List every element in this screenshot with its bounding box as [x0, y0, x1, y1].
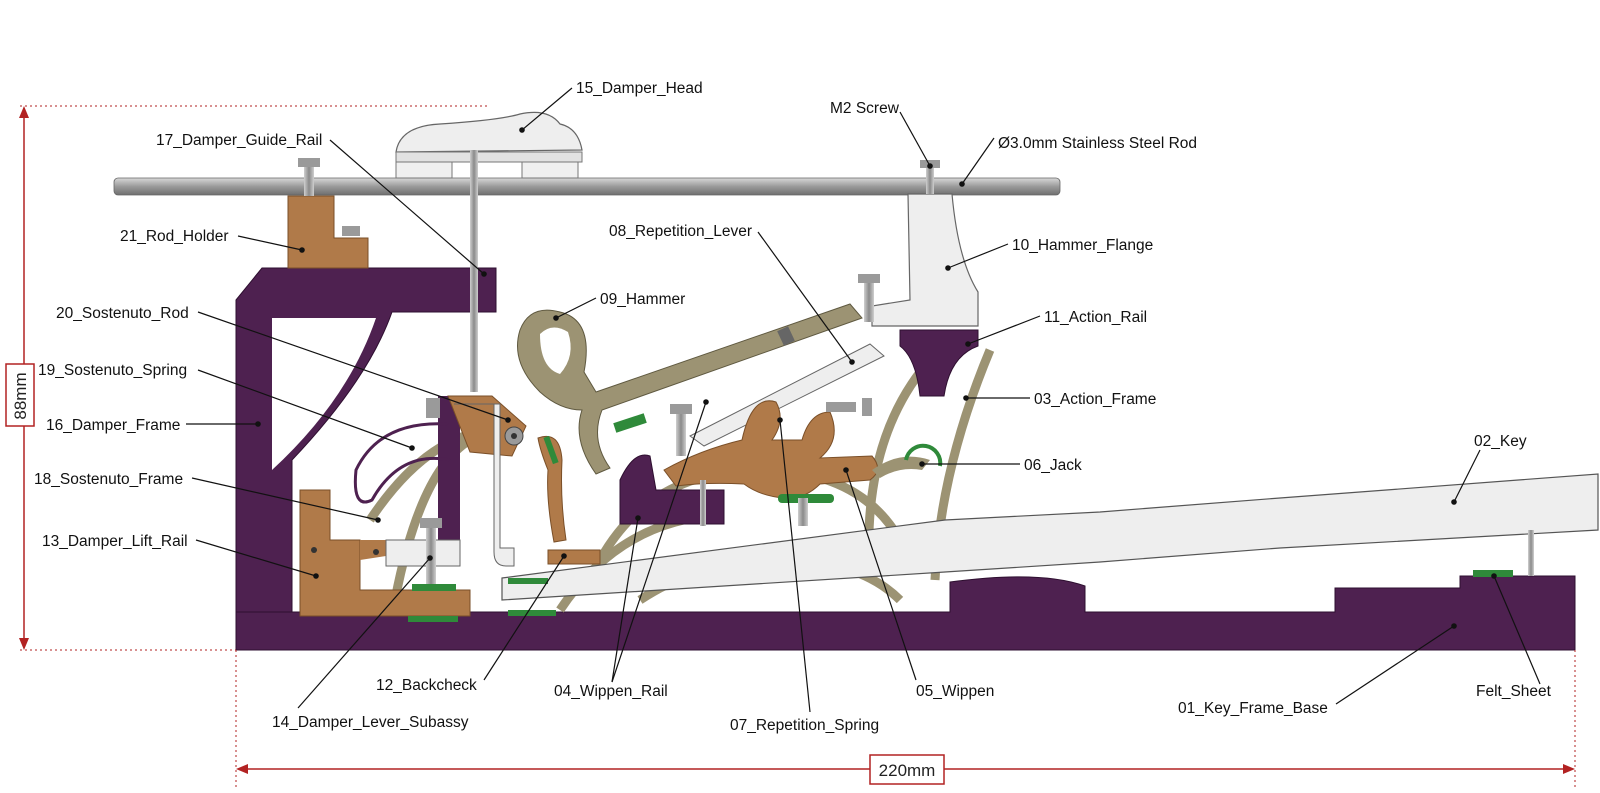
- callout-felt-sheet: Felt_Sheet: [1476, 573, 1552, 700]
- callout-repetition-lever: 08_Repetition_Lever: [609, 223, 855, 365]
- hammer-part: [517, 303, 863, 475]
- felt-pads: [508, 578, 556, 616]
- callout-damper-head: 15_Damper_Head: [519, 80, 703, 133]
- label-felt-sheet: Felt_Sheet: [1476, 683, 1552, 700]
- callout-jack: 06_Jack: [919, 457, 1082, 474]
- callout-wippen: 05_Wippen: [843, 467, 994, 700]
- damper-frame-part: [235, 267, 497, 613]
- callout-key-frame-base: 01_Key_Frame_Base: [1178, 623, 1457, 717]
- callout-sostenuto-spring: 19_Sostenuto_Spring: [38, 362, 415, 451]
- callout-damper-guide-rail: 17_Damper_Guide_Rail: [156, 132, 487, 277]
- label-sostenuto-rod: 20_Sostenuto_Rod: [56, 305, 189, 322]
- callout-key: 02_Key: [1451, 433, 1527, 505]
- label-sostenuto-frame: 18_Sostenuto_Frame: [34, 471, 183, 488]
- steel-rod-part: [113, 177, 1061, 196]
- callout-action-frame: 03_Action_Frame: [963, 391, 1156, 408]
- wippen-rail-part: [619, 454, 725, 526]
- callout-steel-rod: Ø3.0mm Stainless Steel Rod: [959, 135, 1197, 187]
- callout-rod-holder: 21_Rod_Holder: [120, 228, 305, 253]
- label-damper-guide-rail: 17_Damper_Guide_Rail: [156, 132, 322, 149]
- label-sostenuto-spring: 19_Sostenuto_Spring: [38, 362, 187, 379]
- callout-action-rail: 11_Action_Rail: [965, 309, 1147, 347]
- callout-hammer-flange: 10_Hammer_Flange: [945, 237, 1153, 271]
- label-wippen: 05_Wippen: [916, 683, 994, 700]
- jack-part: [872, 443, 943, 478]
- label-repetition-lever: 08_Repetition_Lever: [609, 223, 752, 240]
- action-rail-part: [899, 329, 979, 397]
- label-rod-holder: 21_Rod_Holder: [120, 228, 229, 245]
- callouts: 15_Damper_Head M2 Screw Ø3.0mm Stainless…: [34, 80, 1552, 734]
- label-action-frame: 03_Action_Frame: [1034, 391, 1156, 408]
- callout-hammer: 09_Hammer: [553, 291, 685, 321]
- callout-repetition-spring: 07_Repetition_Spring: [730, 417, 879, 734]
- width-dimension: 220mm: [235, 650, 1576, 790]
- height-dimension: 88mm: [5, 105, 490, 651]
- label-wippen-rail: 04_Wippen_Rail: [554, 683, 668, 700]
- label-repetition-spring: 07_Repetition_Spring: [730, 717, 879, 734]
- label-action-rail: 11_Action_Rail: [1044, 309, 1147, 326]
- wippen-part: [613, 400, 878, 503]
- label-damper-head: 15_Damper_Head: [576, 80, 703, 97]
- damper-head-part: [395, 111, 583, 392]
- height-value: 88mm: [11, 372, 30, 419]
- callout-damper-lever-subassy: 14_Damper_Lever_Subassy: [272, 555, 469, 731]
- width-value: 220mm: [879, 761, 936, 780]
- callout-backcheck: 12_Backcheck: [376, 553, 567, 694]
- adjustment-screws: [670, 398, 872, 526]
- label-hammer: 09_Hammer: [600, 291, 685, 308]
- callout-m2-screw: M2 Screw: [830, 100, 933, 169]
- label-key: 02_Key: [1474, 433, 1527, 450]
- damper-lift-rail-part: [385, 518, 461, 622]
- label-damper-frame: 16_Damper_Frame: [46, 417, 180, 434]
- label-backcheck: 12_Backcheck: [376, 677, 477, 694]
- label-hammer-flange: 10_Hammer_Flange: [1012, 237, 1153, 254]
- callout-damper-lift-rail: 13_Damper_Lift_Rail: [42, 533, 319, 579]
- sostenuto-frame-part: [426, 395, 527, 567]
- label-damper-lever-subassy: 14_Damper_Lever_Subassy: [272, 714, 469, 731]
- label-m2-screw: M2 Screw: [830, 100, 900, 117]
- sostenuto-spring-part: [353, 422, 451, 504]
- callout-damper-frame: 16_Damper_Frame: [46, 417, 261, 434]
- damper-lever-subassy-part: [299, 489, 471, 617]
- label-steel-rod: Ø3.0mm Stainless Steel Rod: [998, 135, 1197, 152]
- callout-sostenuto-frame: 18_Sostenuto_Frame: [34, 471, 381, 523]
- callout-wippen-rail: 04_Wippen_Rail: [554, 399, 709, 700]
- label-key-frame-base: 01_Key_Frame_Base: [1178, 700, 1328, 717]
- callout-sostenuto-rod: 20_Sostenuto_Rod: [56, 305, 511, 423]
- label-jack: 06_Jack: [1024, 457, 1082, 474]
- rod-holder-part: [287, 158, 369, 269]
- label-damper-lift-rail: 13_Damper_Lift_Rail: [42, 533, 188, 550]
- repetition-lever-part: [689, 326, 885, 447]
- key-frame-base-part: [235, 575, 1576, 651]
